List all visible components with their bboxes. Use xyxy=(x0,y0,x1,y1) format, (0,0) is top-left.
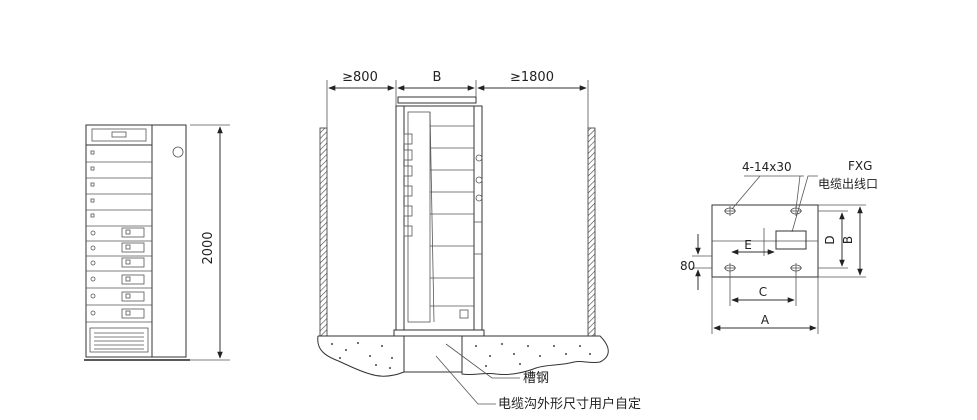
depth-label: B xyxy=(433,70,442,85)
left-wall xyxy=(319,127,328,337)
height-dimension-label: 2000 xyxy=(201,231,216,264)
dim-c-label: C xyxy=(759,285,767,299)
dim-b-label: B xyxy=(841,236,855,244)
base-plan: 4-14x30 FXG 电缆出线口 A C E D B 80 xyxy=(680,159,878,334)
rear-clearance-label: ≥1800 xyxy=(510,70,554,85)
cable-outlet-label: 电缆出线口 xyxy=(818,177,878,191)
front-view: 2000 xyxy=(84,124,230,361)
vent-grille xyxy=(89,327,149,353)
front-clearance-label: ≥800 xyxy=(342,70,378,85)
gravel-fill xyxy=(331,342,591,369)
right-wall xyxy=(587,127,596,337)
cable-trench-label: 电缆沟外形尺寸用户自定 xyxy=(498,396,641,412)
dim-d-label: D xyxy=(823,235,837,244)
dim-e-label: E xyxy=(744,238,752,252)
holes-label: 4-14x30 xyxy=(742,160,792,174)
mounting-slots xyxy=(724,206,802,273)
dim-a-label: A xyxy=(761,313,770,327)
offset-label: 80 xyxy=(680,259,695,273)
model-label: FXG xyxy=(848,159,872,173)
channel-steel-label: 槽钢 xyxy=(523,371,549,386)
side-view: ≥800 B ≥1800 槽钢 电缆沟外形尺寸用户自定 xyxy=(317,70,641,412)
lower-drawers xyxy=(86,227,152,323)
upper-drawers xyxy=(86,150,152,227)
